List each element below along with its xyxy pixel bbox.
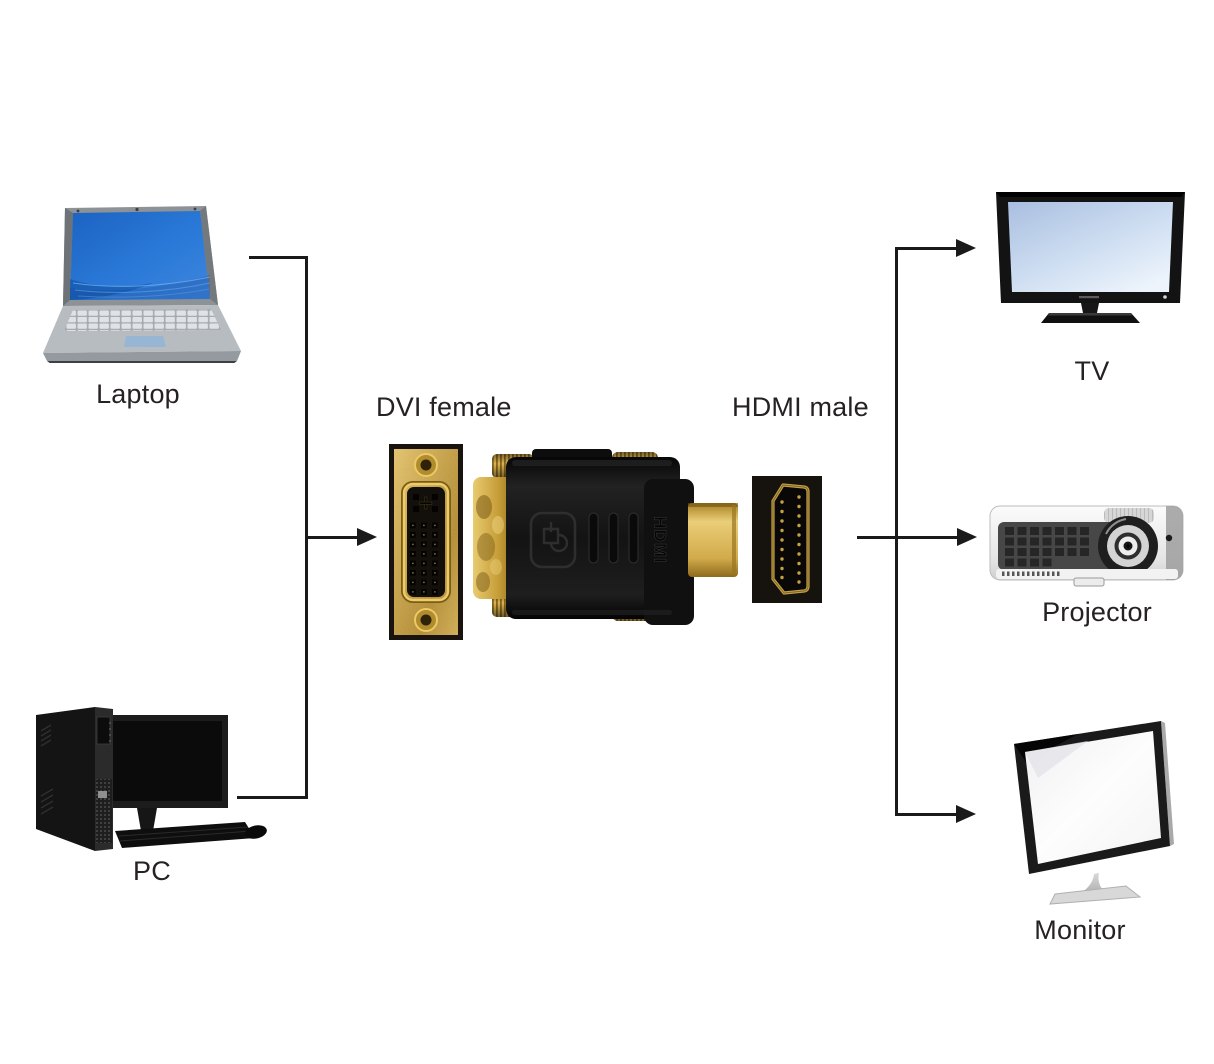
laptop-screen <box>70 211 210 300</box>
projector-vents <box>1005 527 1089 567</box>
pc-monitor <box>103 715 228 831</box>
monitor-label: Monitor <box>1034 915 1126 945</box>
projector-label: Projector <box>1042 597 1152 627</box>
pc-label: PC <box>133 856 171 886</box>
hdmi-plug-outline <box>771 483 810 595</box>
laptop-keyboard <box>64 309 221 331</box>
projector-ir-sensor <box>1165 534 1173 542</box>
pc-image <box>27 701 269 863</box>
dvi-female-connector-image <box>389 444 463 640</box>
pc-keyboard <box>115 822 255 848</box>
projector-bottom-vents <box>1002 571 1060 576</box>
dvi-hdmi-adapter-image: HDMI <box>472 447 742 629</box>
pc-mouse <box>245 825 267 839</box>
laptop-image <box>33 193 245 364</box>
tv-stand-neck <box>1081 303 1099 313</box>
arrow-to-projector-shaft <box>857 536 959 539</box>
arrow-to-dvi-head <box>357 528 377 546</box>
line-pc-horizontal <box>237 796 308 799</box>
laptop-touchpad <box>124 336 166 347</box>
projector-lens <box>1098 516 1158 576</box>
projector-foot <box>1073 577 1105 587</box>
arrow-to-monitor-shaft <box>895 813 959 816</box>
laptop-webcam-dot <box>135 207 139 212</box>
adapter-body: HDMI <box>506 449 694 625</box>
arrow-to-tv-head <box>956 239 976 257</box>
pc-tower <box>36 707 113 851</box>
arrow-to-projector-head <box>957 528 977 546</box>
hdmi-male-label: HDMI male <box>732 392 869 422</box>
tv-image <box>993 191 1189 333</box>
line-left-vertical <box>305 256 308 799</box>
dvi-pin-grid <box>409 522 443 598</box>
arrow-to-monitor-head <box>956 805 976 823</box>
monitor-screen <box>1025 731 1161 864</box>
line-laptop-horizontal <box>249 256 307 259</box>
dvi-screw-hole-top <box>414 453 438 477</box>
laptop-label: Laptop <box>96 379 180 409</box>
hdmi-pins <box>780 495 801 584</box>
hdmi-male-connector-image <box>752 476 822 603</box>
monitor-stand-base <box>1049 885 1142 905</box>
line-right-vertical <box>895 247 898 816</box>
dvi-female-label: DVI female <box>376 392 512 422</box>
projector-image <box>988 502 1186 588</box>
adapter-embossed-text: HDMI <box>651 516 670 563</box>
arrow-to-tv-shaft <box>895 247 959 250</box>
monitor-image <box>998 718 1180 910</box>
dvi-analog-pins <box>413 494 438 512</box>
tv-label: TV <box>1074 356 1110 386</box>
adapter-hdmi-plug <box>688 503 738 577</box>
arrow-to-dvi-shaft <box>305 536 359 539</box>
tv-screen <box>1008 202 1173 292</box>
dvi-screw-hole-bottom <box>414 608 438 632</box>
